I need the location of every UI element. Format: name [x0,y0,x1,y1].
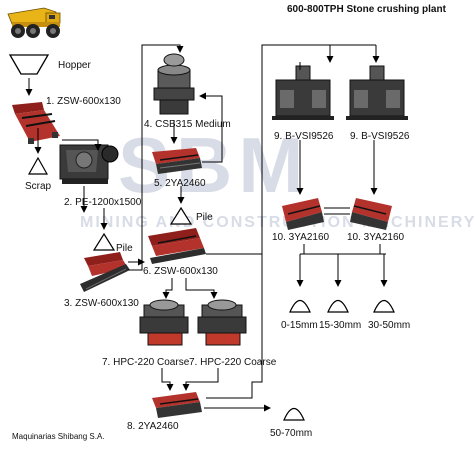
scrap-pile-icon [27,156,49,175]
product-50-70-icon [283,407,305,421]
cone-crusher-icon [153,53,195,115]
step-8-label: 8. 2YA2460 [127,421,179,432]
vibrating-feeder-6-icon [148,228,206,264]
hpc-cone-crusher-1-icon [139,299,189,346]
product-0-15-icon [289,299,311,313]
step-7b-label: 7. HPC-220 Coarse [189,357,277,368]
step-4-label: 4. CSB315 Medium [144,119,231,130]
step-3-label: 3. ZSW-600x130 [64,298,139,309]
jaw-crusher-icon [59,144,119,184]
vibrating-screen-10b-icon [350,198,392,230]
footer-company: Maquinarias Shibang S.A. [12,432,105,441]
hopper-icon [8,54,50,75]
flowchart-canvas: SBM MINING AND CONSTRUCTION MACHINERY [7,4,475,441]
step-9a-label: 9. B-VSI9526 [274,131,334,142]
scrap-label: Scrap [25,181,52,192]
flow-diagram [7,7,408,421]
vsi-crusher-2-icon [346,65,408,120]
mining-truck-icon [7,7,61,38]
hopper-label: Hopper [58,60,91,71]
step-9b-label: 9. B-VSI9526 [350,131,410,142]
step-10b-label: 10. 3YA2160 [347,232,405,243]
page-title: 600-800TPH Stone crushing plant [287,4,446,15]
hpc-cone-crusher-2-icon [197,299,247,346]
vibrating-screen-5-icon [152,148,202,174]
vibrating-screen-8-icon [152,392,202,418]
vibrating-feeder-3-icon [80,252,130,292]
step-10a-label: 10. 3YA2160 [272,232,330,243]
pile-a-label: Pile [116,243,133,254]
product-15-30-icon [327,299,349,313]
product-15-30-label: 15-30mm [319,320,362,331]
product-30-50-label: 30-50mm [368,320,411,331]
connector-lines [25,44,388,412]
product-0-15-label: 0-15mm [281,320,318,331]
step-5-label: 5. 2YA2460 [154,178,206,189]
product-30-50-icon [373,299,395,313]
step-1-label: 1. ZSW-600x130 [46,96,121,107]
pile-b-label: Pile [196,212,213,223]
pile-b-icon [169,206,193,225]
step-7a-label: 7. HPC-220 Coarse [102,357,190,368]
product-50-70-label: 50-70mm [270,428,313,439]
pile-a-icon [92,232,116,251]
vsi-crusher-1-icon [272,65,334,120]
vibrating-screen-10a-icon [282,198,324,230]
vibrating-feeder-1-icon [12,102,60,144]
step-6-label: 6. ZSW-600x130 [143,266,218,277]
step-2-label: 2. PE-1200x1500 [64,197,142,208]
